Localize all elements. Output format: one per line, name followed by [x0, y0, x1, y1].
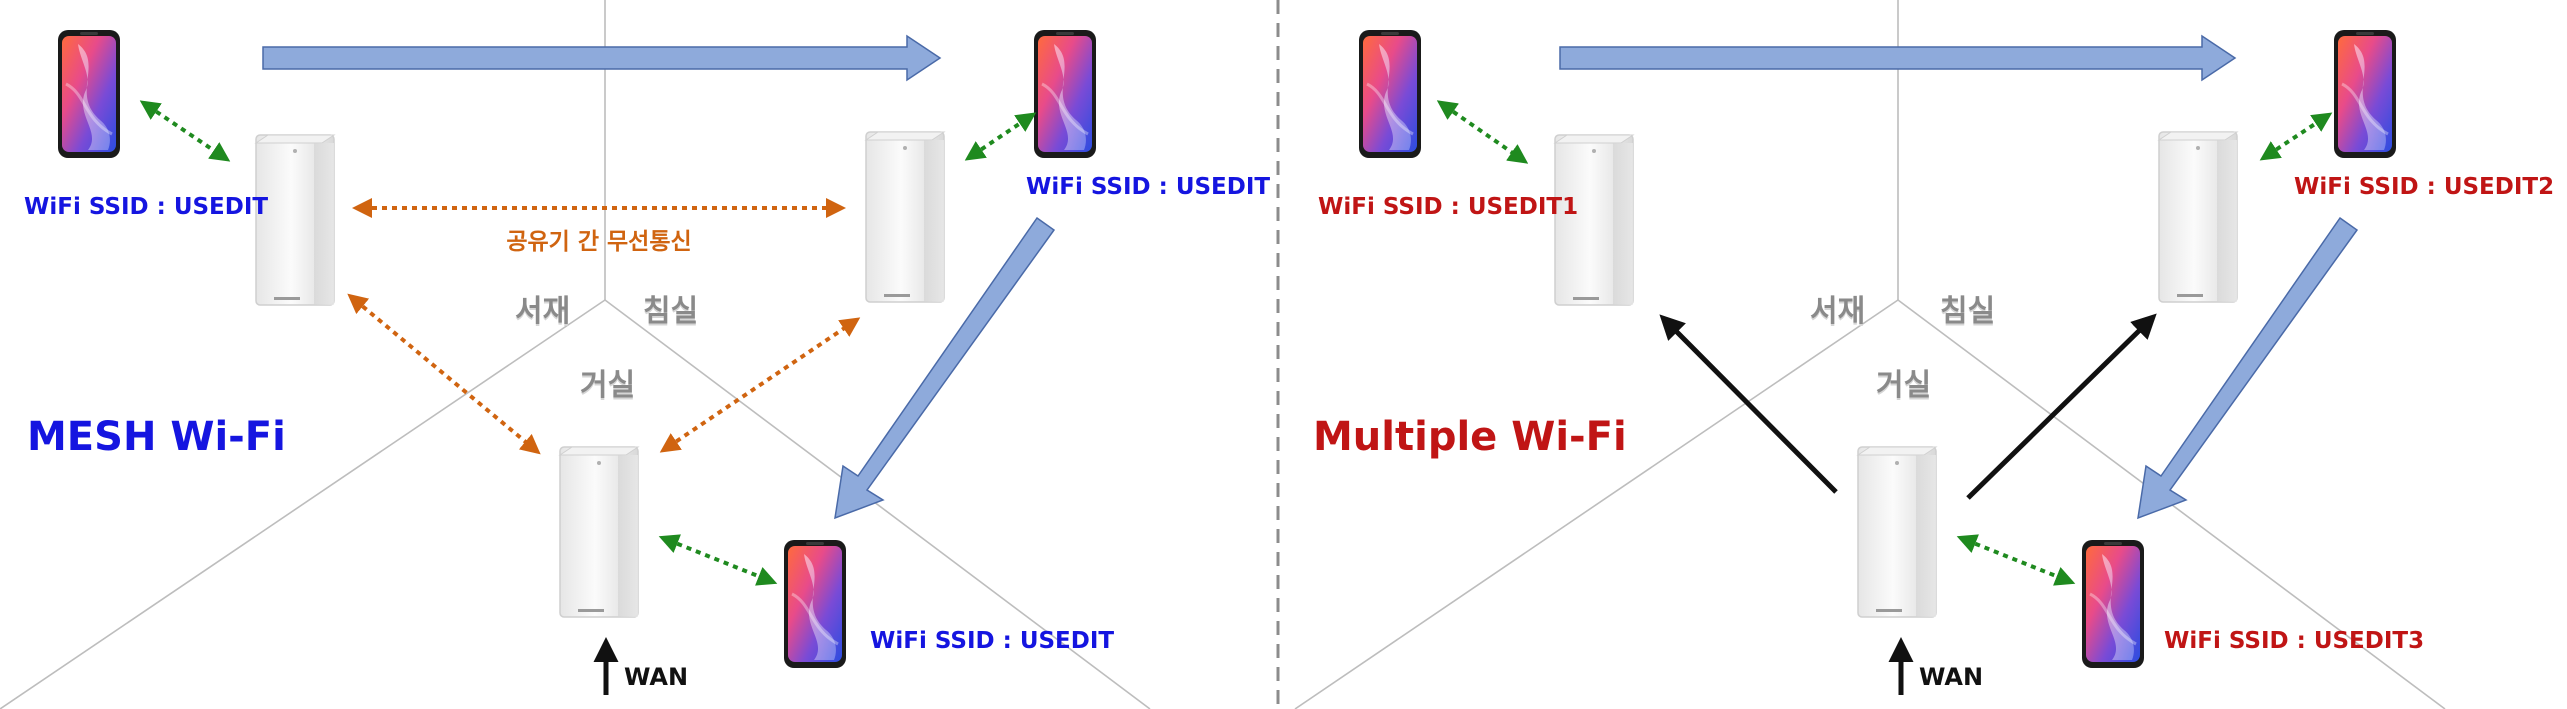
- room-label-living: 거실: [1876, 368, 1932, 403]
- wan-label: WAN: [624, 663, 689, 691]
- router-wireless-links: [347, 198, 861, 455]
- left-panel: [0, 0, 1151, 709]
- ssid-label-bottom: WiFi SSID : USEDIT: [870, 628, 1115, 654]
- smartphone-icon: [1000, 22, 1128, 166]
- mesh-router-icon: [1857, 446, 1937, 618]
- flow-arrow-diagonal: [834, 216, 1056, 520]
- room-label-study: 서재: [1810, 294, 1866, 329]
- wired-uplinks: [1659, 313, 2157, 500]
- mesh-router-icon: [559, 446, 639, 618]
- smartphone-icon: [2048, 532, 2176, 676]
- room-label-study: 서재: [515, 294, 571, 329]
- panel-title-mesh: MESH Wi-Fi: [27, 414, 286, 460]
- flow-arrow-top: [1559, 34, 2237, 82]
- ssid-label-top-left: WiFi SSID : USEDIT: [24, 194, 269, 220]
- mesh-router-icon: [2158, 131, 2238, 303]
- wan-label: WAN: [1919, 663, 1984, 691]
- mesh-router-icon: [865, 131, 945, 303]
- room-label-bedroom: 침실: [1940, 294, 1996, 329]
- device-links: [1436, 100, 2333, 586]
- smartphone-icon: [2300, 22, 2428, 166]
- room-label-bedroom: 침실: [643, 294, 699, 329]
- ssid-label-top-right: WiFi SSID : USEDIT2: [2294, 174, 2555, 200]
- room-label-living: 거실: [580, 368, 636, 403]
- smartphone-icon: [750, 532, 878, 676]
- device-links: [139, 100, 1037, 586]
- flow-arrow-top: [262, 34, 942, 82]
- smartphone-icon: [24, 22, 152, 166]
- ssid-label-top-right: WiFi SSID : USEDIT: [1026, 174, 1271, 200]
- wireless-note: 공유기 간 무선통신: [506, 229, 692, 255]
- smartphone-icon: [1325, 22, 1453, 166]
- ssid-label-top-left: WiFi SSID : USEDIT1: [1318, 194, 1579, 220]
- panel-title-multiple: Multiple Wi-Fi: [1313, 414, 1627, 460]
- flow-arrow-diagonal: [2137, 216, 2359, 520]
- mesh-router-icon: [1554, 134, 1634, 306]
- right-panel: [1294, 0, 2446, 709]
- ssid-label-bottom: WiFi SSID : USEDIT3: [2164, 628, 2425, 654]
- mesh-router-icon: [255, 134, 335, 306]
